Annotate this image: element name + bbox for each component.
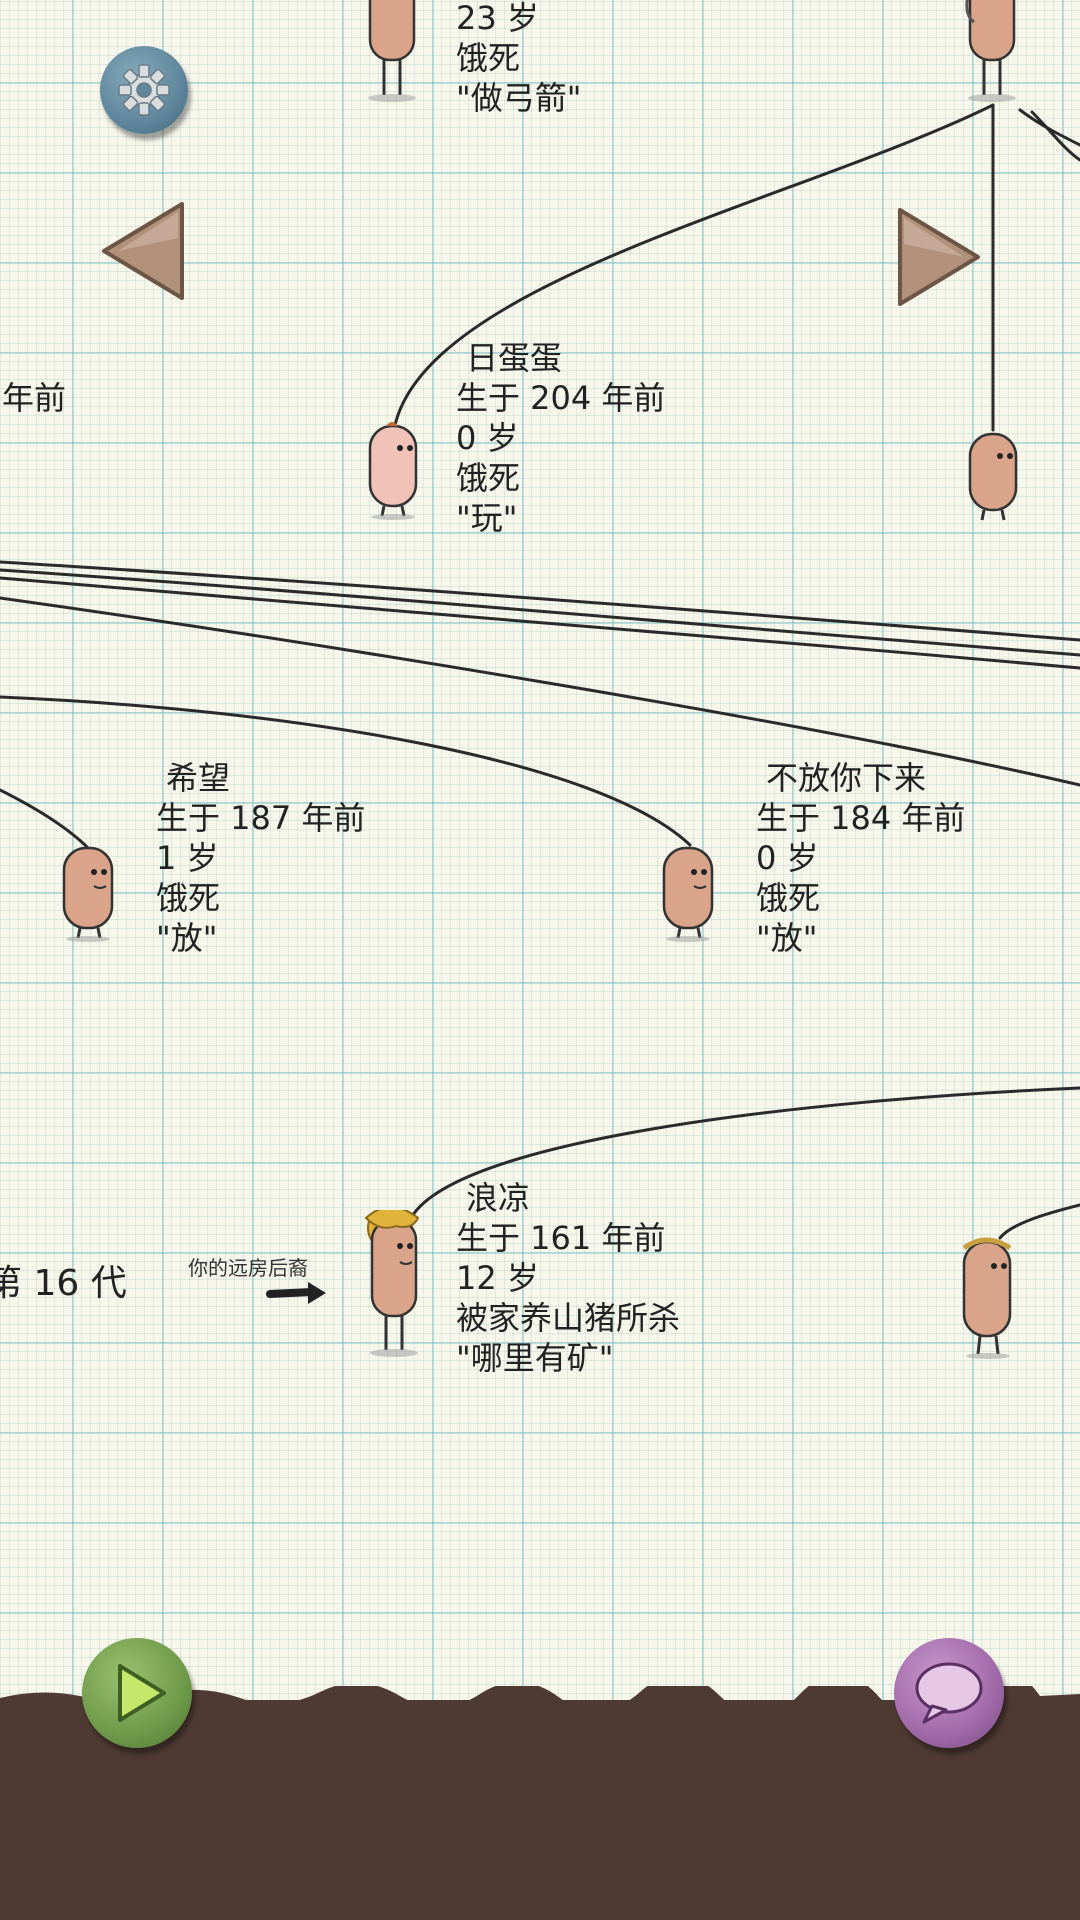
person-last-words: "哪里有矿"	[456, 1339, 614, 1377]
settings-button[interactable]	[100, 46, 188, 134]
character-baidandan[interactable]	[364, 420, 424, 520]
generation-label: 第 16 代	[0, 1263, 127, 1304]
character-bufang[interactable]	[660, 842, 720, 942]
descendant-hint: 你的远房后裔	[188, 1256, 308, 1280]
person-born: 生于 161 年前	[456, 1219, 666, 1257]
character-top-right[interactable]	[962, 0, 1022, 105]
ground-strip	[0, 1686, 1080, 1920]
lineage-line	[0, 568, 1080, 657]
person-death-cause: 饿死	[156, 879, 221, 917]
person-last-words: "做弓箭"	[456, 79, 582, 117]
person-death-cause: 饿死	[456, 459, 521, 497]
person-last-words: "放"	[756, 919, 818, 957]
person-born: 生于 204 年前	[456, 379, 666, 417]
hint-arrow-icon	[266, 1282, 326, 1304]
person-born: 生于 184 年前	[756, 799, 966, 837]
person-last-words: "放"	[156, 919, 218, 957]
lineage-line	[0, 695, 692, 847]
person-last-words: "玩"	[456, 499, 518, 537]
lineage-line	[998, 1203, 1080, 1240]
lineage-line	[1030, 110, 1080, 162]
character-top-left[interactable]	[362, 0, 422, 105]
person-name: 浪凉	[466, 1179, 531, 1217]
play-icon	[118, 1664, 166, 1722]
chat-button[interactable]	[894, 1638, 1004, 1748]
person-born: 生于 187 年前	[156, 799, 366, 837]
person-info-baidandan: 日蛋蛋 生于 204 年前 0 岁 饿死 "玩"	[456, 338, 665, 538]
play-button[interactable]	[82, 1638, 192, 1748]
person-age: 23 岁	[456, 0, 539, 37]
lineage-line	[408, 1086, 1080, 1222]
lineage-line	[1018, 108, 1080, 147]
next-button[interactable]	[892, 204, 984, 310]
character-xiwang[interactable]	[60, 842, 120, 942]
lineage-line	[393, 103, 995, 427]
character-langliang[interactable]	[356, 1210, 432, 1360]
person-info-langliang: 浪凉 生于 161 年前 12 岁 被家养山猪所杀 "哪里有矿"	[456, 1178, 680, 1378]
lineage-line	[0, 596, 1080, 787]
person-death-cause: 饿死	[756, 879, 821, 917]
lineage-line	[0, 576, 1080, 670]
gear-icon	[118, 64, 170, 116]
person-info-bufang: 不放你下来 生于 184 年前 0 岁 饿死 "放"	[756, 758, 965, 958]
person-age: 0 岁	[756, 839, 819, 877]
person-age: 12 岁	[456, 1259, 539, 1297]
offscreen-born-text: 年前	[2, 379, 67, 417]
person-death-cause: 被家养山猪所杀	[456, 1299, 681, 1337]
lineage-line	[0, 560, 1080, 642]
character-right-bottom[interactable]	[960, 1236, 1020, 1361]
person-name: 日蛋蛋	[466, 339, 563, 377]
person-name: 不放你下来	[766, 759, 927, 797]
person-death-cause: 饿死	[456, 39, 521, 77]
person-age: 1 岁	[156, 839, 219, 877]
person-info-xiwang: 希望 生于 187 年前 1 岁 饿死 "放"	[156, 758, 365, 958]
person-info-top-left: 23 岁 饿死 "做弓箭"	[456, 0, 581, 118]
person-name: 希望	[166, 759, 231, 797]
person-age: 0 岁	[456, 419, 519, 457]
prev-button[interactable]	[98, 198, 190, 304]
lineage-line	[0, 788, 90, 850]
speech-bubble-icon	[915, 1662, 983, 1724]
character-top-right-child[interactable]	[964, 428, 1024, 523]
